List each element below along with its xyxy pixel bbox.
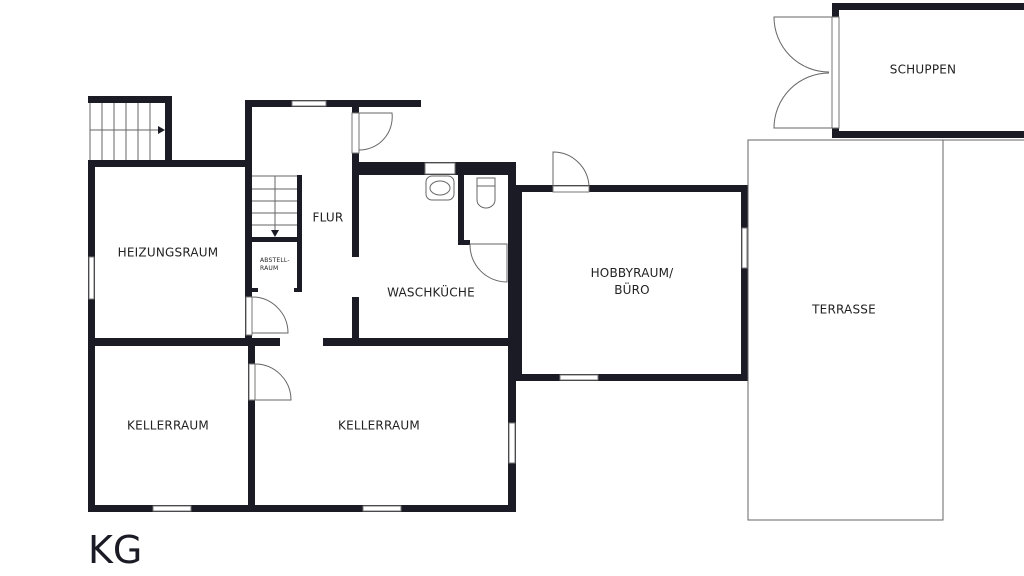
outside-stairs [89, 103, 165, 160]
sink-icon [425, 175, 455, 201]
fixtures [425, 175, 496, 209]
stair-arrow-icon [158, 126, 165, 134]
stair-arrow-icon [271, 230, 279, 237]
floor-label: KG [88, 528, 143, 572]
abstellraum-line1: ABSTELL- [260, 257, 290, 264]
terrace [747, 139, 1024, 521]
room-label-abstellraum: ABSTELL- RAUM [260, 257, 290, 273]
walls [88, 3, 1024, 512]
room-label-waschkueche: WASCHKÜCHE [387, 285, 475, 300]
hobbyraum-line1: HOBBYRAUM/ [590, 266, 674, 280]
room-label-hobbyraum: HOBBYRAUM/ BÜRO [591, 265, 674, 299]
room-label-flur: FLUR [312, 210, 344, 225]
inside-stairs [252, 175, 297, 237]
room-label-heizungsraum: HEIZUNGSRAUM [117, 245, 219, 260]
room-label-schuppen: SCHUPPEN [889, 62, 957, 77]
hobbyraum-line2: BÜRO [614, 283, 650, 297]
windows [88, 100, 748, 512]
toilet-icon [476, 177, 496, 209]
room-label-terrasse: TERRASSE [812, 302, 876, 317]
room-label-kellerraum-right: KELLERRAUM [338, 418, 420, 433]
doors [245, 16, 840, 401]
abstellraum-line2: RAUM [260, 265, 279, 272]
room-label-kellerraum-left: KELLERRAUM [127, 418, 209, 433]
stairs [89, 103, 297, 237]
